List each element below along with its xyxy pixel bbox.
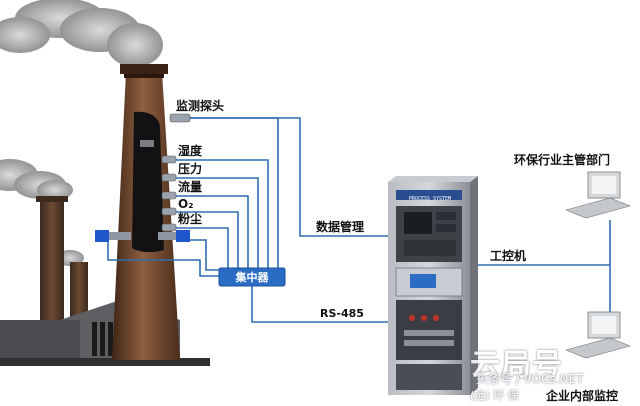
ipc-label: 工控机: [490, 249, 527, 263]
data-management-label: 数据管理: [316, 220, 365, 234]
cabinet-panel-text: PROCESS SYSTEM: [408, 196, 452, 202]
flow-label: 流量: [178, 180, 203, 194]
watermark-line2: (远) 环 保: [470, 389, 519, 402]
data-cable: [190, 117, 611, 323]
authority-computer: [565, 171, 631, 219]
main-chimney: [112, 64, 180, 360]
concentrator-box: [218, 267, 286, 287]
watermark-line1: 头条号 / VOCs.NET: [476, 372, 584, 386]
analyzer-cabinet: [388, 176, 478, 395]
oxygen-label: O₂: [178, 197, 194, 211]
enterprise-computer: [565, 311, 631, 359]
rs485-label: RS-485: [320, 307, 364, 320]
dust-label: 粉尘: [178, 212, 203, 226]
concentrator-label: 集中器: [235, 271, 269, 284]
smoke-plume: [0, 0, 163, 266]
monitor-probes: [95, 113, 191, 242]
enterprise-label: 企业内部监控: [546, 389, 619, 403]
humidity-label: 湿度: [178, 144, 203, 158]
pressure-label: 压力: [178, 162, 203, 176]
watermark-logo: 云局号: [470, 348, 563, 383]
probe-label: 监测探头: [176, 99, 225, 113]
authority-label: 环保行业主管部门: [514, 153, 611, 167]
